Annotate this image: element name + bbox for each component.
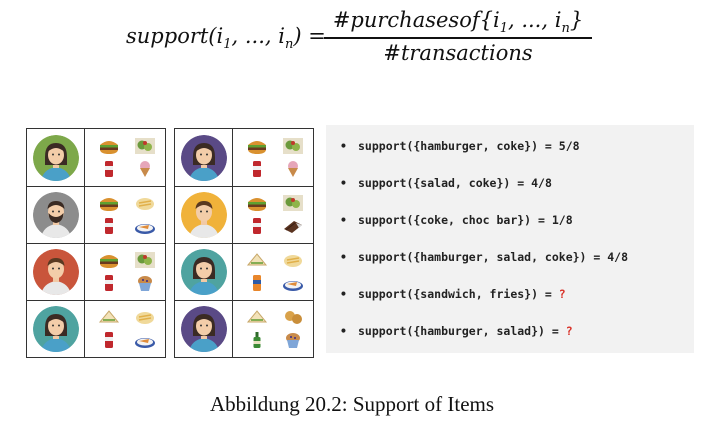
formula-fraction: #purchasesof{i1, ..., in} #transactions [324, 8, 592, 65]
transactions-grid-left [26, 128, 166, 358]
fish-plate-icon [134, 331, 156, 349]
formula-lhs-mid: , ..., i [231, 24, 285, 48]
grid-divider-horizontal [27, 186, 165, 187]
customer-avatar [180, 191, 227, 238]
hamburger-icon [98, 251, 120, 269]
ice-cream-icon [134, 160, 156, 178]
customer-avatar [180, 248, 227, 295]
support-example-1: • support({hamburger, coke}) = 5/8 [340, 139, 580, 153]
support-expression: support({coke, choc bar}) = [358, 213, 552, 227]
support-expression: support({salad, coke}) = [358, 176, 532, 190]
sandwich-icon [246, 251, 268, 269]
bullet-icon: • [340, 213, 347, 227]
coke-icon [246, 160, 268, 178]
grid-divider-horizontal [175, 300, 313, 301]
support-formula: support(i1, ..., in) = #purchasesof{i1, … [120, 6, 592, 70]
grid-divider-horizontal [27, 300, 165, 301]
customer-avatar [180, 134, 227, 181]
support-expression: support({hamburger, salad}) = [358, 324, 566, 338]
fish-plate-icon [282, 274, 304, 292]
choc-bar-icon [282, 217, 304, 235]
support-example-3: • support({coke, choc bar}) = 1/8 [340, 213, 573, 227]
orange-soda-icon [246, 274, 268, 292]
support-example-5: • support({sandwich, fries}) = ? [340, 287, 566, 301]
formula-lhs-suffix: ) = [293, 24, 326, 48]
bullet-icon: • [340, 324, 347, 338]
support-value: 1/8 [551, 213, 573, 227]
bullet-icon: • [340, 250, 347, 264]
figure-caption: Abbildung 20.2: Support of Items [209, 392, 495, 416]
formula-denominator: #transactions [383, 40, 533, 65]
hamburger-icon [246, 194, 268, 212]
formula-lhs-subn: n [284, 37, 294, 53]
support-example-6: • support({hamburger, salad}) = ? [340, 324, 573, 338]
support-value-unknown: ? [558, 287, 566, 301]
formula-num-prefix: #purchasesof{i [332, 8, 500, 32]
coke-icon [98, 274, 120, 292]
fries-icon [282, 251, 304, 269]
formula-lhs: support(i1, ..., in) = [126, 24, 326, 52]
formula-num-sub1: 1 [499, 21, 508, 37]
grid-divider-horizontal [175, 186, 313, 187]
ice-cream-icon [282, 160, 304, 178]
customer-avatar [32, 248, 79, 295]
salad-icon [282, 194, 304, 212]
hamburger-icon [98, 137, 120, 155]
coke-icon [98, 217, 120, 235]
hamburger-icon [98, 194, 120, 212]
grid-divider-horizontal [175, 243, 313, 244]
support-example-4: • support({hamburger, salad, coke}) = 4/8 [340, 250, 628, 264]
bullet-icon: • [340, 176, 347, 190]
sandwich-icon [98, 308, 120, 326]
formula-numerator: #purchasesof{i1, ..., in} [324, 8, 592, 36]
support-value-unknown: ? [565, 324, 573, 338]
formula-lhs-prefix: support(i [126, 24, 224, 48]
bullet-icon: • [340, 139, 347, 153]
salad-icon [134, 137, 156, 155]
formula-num-suffix: } [569, 8, 584, 32]
salad-icon [282, 137, 304, 155]
support-value: 4/8 [607, 250, 629, 264]
fries-icon [134, 194, 156, 212]
coke-icon [246, 217, 268, 235]
beer-bottle-icon [246, 331, 268, 349]
support-value: 4/8 [531, 176, 552, 190]
customer-avatar [180, 305, 227, 352]
sandwich-icon [246, 308, 268, 326]
formula-num-mid: , ..., i [507, 8, 562, 32]
support-expression: support({hamburger, coke}) = [358, 139, 559, 153]
formula-num-subn: n [561, 21, 570, 37]
support-value: 5/8 [558, 139, 580, 153]
coke-icon [98, 160, 120, 178]
support-examples-panel: • support({hamburger, coke}) = 5/8 • suppo… [326, 125, 694, 353]
customer-avatar [32, 134, 79, 181]
transactions-grid-right [174, 128, 314, 358]
muffin-icon [282, 331, 304, 349]
muffin-icon [134, 274, 156, 292]
customer-avatar [32, 305, 79, 352]
support-expression: support({hamburger, salad, coke}) = [358, 250, 608, 264]
salad-icon [134, 251, 156, 269]
support-example-2: • support({salad, coke}) = 4/8 [340, 176, 552, 190]
formula-lhs-sub1: 1 [223, 37, 232, 53]
fish-plate-icon [134, 217, 156, 235]
coke-icon [98, 331, 120, 349]
hamburger-icon [246, 137, 268, 155]
fraction-bar [324, 37, 592, 39]
bread-rolls-icon [282, 308, 304, 326]
support-expression: support({sandwich, fries}) = [358, 287, 559, 301]
customer-avatar [32, 191, 79, 238]
bullet-icon: • [340, 287, 347, 301]
grid-divider-horizontal [27, 243, 165, 244]
fries-icon [134, 308, 156, 326]
